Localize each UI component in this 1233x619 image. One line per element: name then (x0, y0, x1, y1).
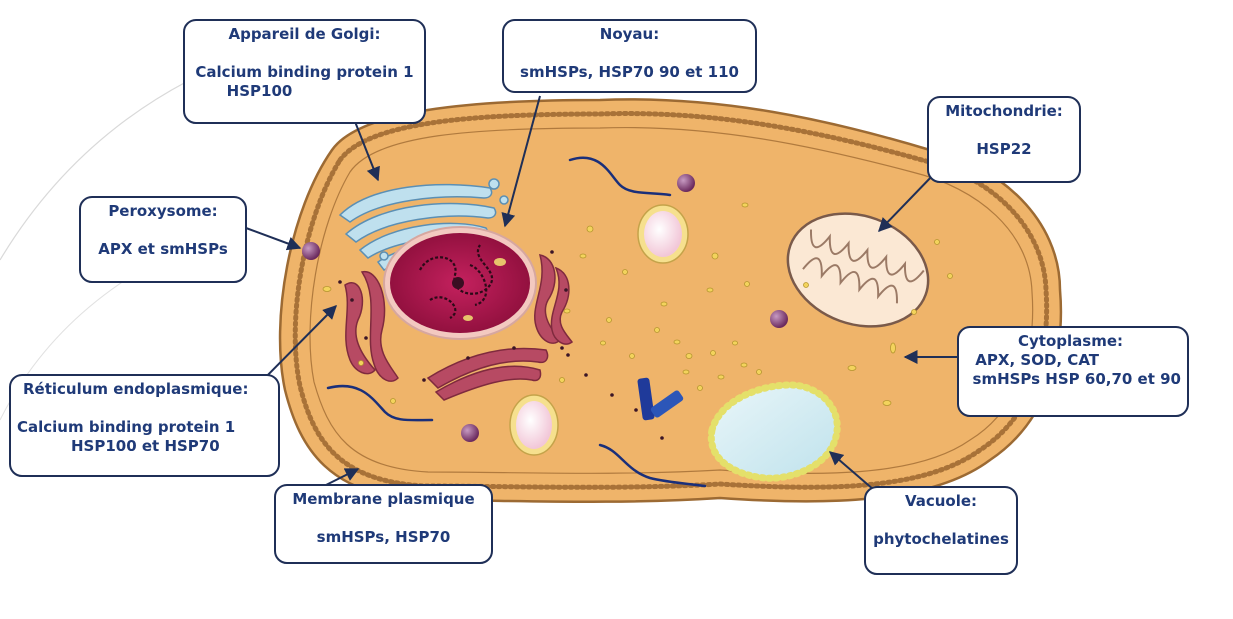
mitochondrion-title: Mitochondrie: (935, 102, 1073, 121)
cytoplasm-label: Cytoplasme: APX, SOD, CAT smHSPs HSP 60,… (957, 326, 1189, 417)
vesicle (461, 424, 479, 442)
reticulum-label: Réticulum endoplasmique: Calcium binding… (9, 374, 280, 477)
golgi-label: Appareil de Golgi: Calcium binding prote… (183, 19, 426, 124)
vesicle (638, 205, 688, 263)
reticulum-title: Réticulum endoplasmique: (17, 380, 272, 399)
mitochondrion-line: HSP22 (935, 140, 1073, 159)
golgi-line: Calcium binding protein 1 (191, 63, 418, 82)
membrane-line: smHSPs, HSP70 (282, 528, 485, 547)
reticulum-line: Calcium binding protein 1 (17, 418, 272, 437)
reticulum-line: HSP100 et HSP70 (17, 437, 272, 456)
nucleus-line: smHSPs, HSP70 90 et 110 (510, 63, 749, 82)
mitochondrion-label: Mitochondrie: HSP22 (927, 96, 1081, 183)
membrane-title: Membrane plasmique (282, 490, 485, 509)
peroxisome-label: Peroxysome: APX et smHSPs (79, 196, 247, 283)
peroxisome-title: Peroxysome: (87, 202, 239, 221)
cytoplasm-line: APX, SOD, CAT (965, 351, 1181, 370)
vacuole-title: Vacuole: (872, 492, 1010, 511)
nucleus-label: Noyau: smHSPs, HSP70 90 et 110 (502, 19, 757, 93)
vacuole-line: phytochelatines (872, 530, 1010, 549)
vesicle (677, 174, 695, 192)
golgi-title: Appareil de Golgi: (191, 25, 418, 44)
vesicle (510, 395, 558, 455)
membrane-label: Membrane plasmique smHSPs, HSP70 (274, 484, 493, 564)
peroxisome (302, 242, 320, 260)
cytoplasm-title: Cytoplasme: (965, 332, 1181, 351)
golgi-line: HSP100 (191, 82, 418, 101)
vesicle (770, 310, 788, 328)
cytoplasm-line: smHSPs HSP 60,70 et 90 (965, 370, 1181, 389)
vacuole-label: Vacuole: phytochelatines (864, 486, 1018, 575)
nucleus (384, 227, 536, 339)
nucleus-title: Noyau: (510, 25, 749, 44)
peroxisome-arrow (246, 228, 300, 248)
peroxisome-line: APX et smHSPs (87, 240, 239, 259)
